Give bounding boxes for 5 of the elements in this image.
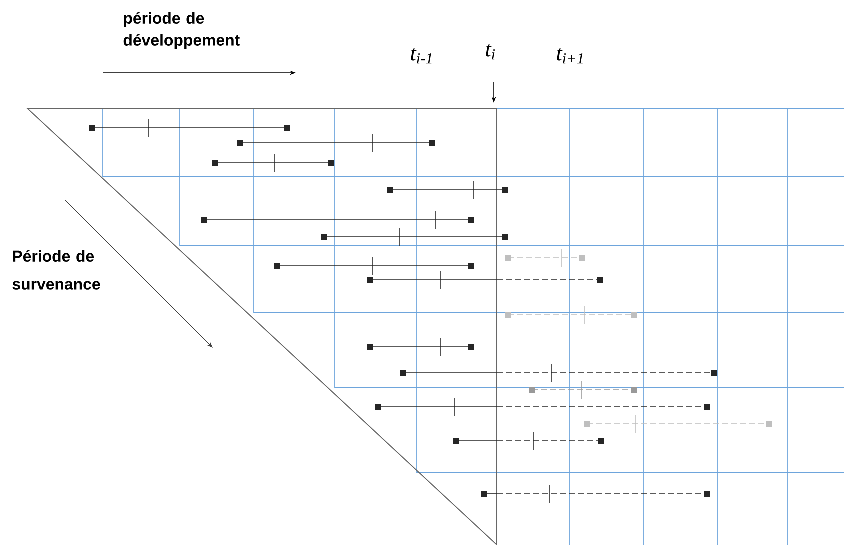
- time-label: t$_{i+1}$: [557, 48, 583, 64]
- axis-label: Période de survenance: [12, 250, 100, 290]
- axis-label: période de développement: [124, 12, 240, 50]
- time-label: t$_{i}$: [486, 44, 496, 60]
- time-label: t$_{i-1}$: [411, 48, 432, 64]
